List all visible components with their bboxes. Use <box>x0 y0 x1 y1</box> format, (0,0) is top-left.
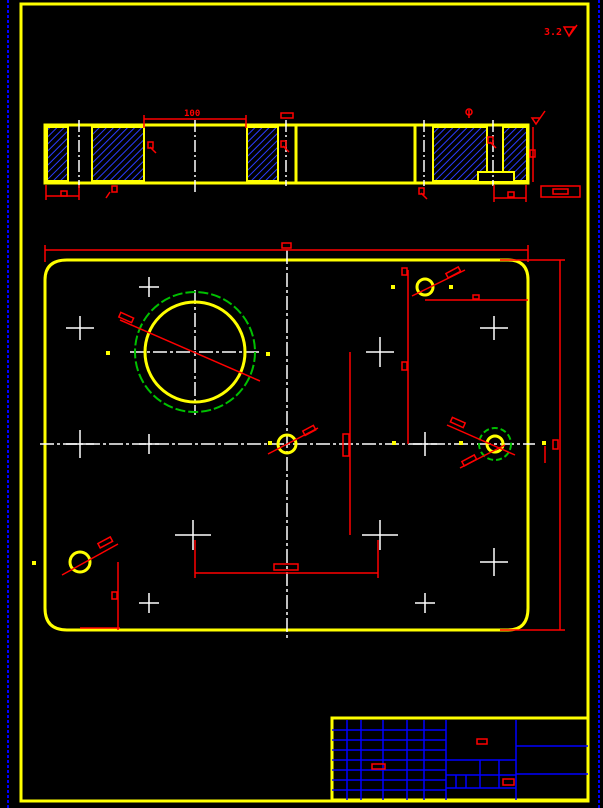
hatched-region <box>91 126 145 182</box>
roughness-value: 3.2 <box>544 27 563 38</box>
section-width-dim: 100 <box>184 109 200 119</box>
sheet-border <box>19 2 590 803</box>
right-hole <box>485 434 505 454</box>
hatched-region <box>246 126 279 182</box>
title-block <box>330 716 590 802</box>
large-bore <box>143 300 247 404</box>
top-right-hole <box>415 277 435 297</box>
roughness-icon <box>562 24 578 38</box>
section-view: 100 <box>43 108 581 202</box>
hatched-region <box>46 126 69 182</box>
center-hole <box>276 433 298 455</box>
right-hole-hidden <box>478 427 512 461</box>
bottom-left-hole <box>68 550 92 574</box>
bore-hidden-circle <box>134 291 256 413</box>
plan-view <box>32 242 565 638</box>
